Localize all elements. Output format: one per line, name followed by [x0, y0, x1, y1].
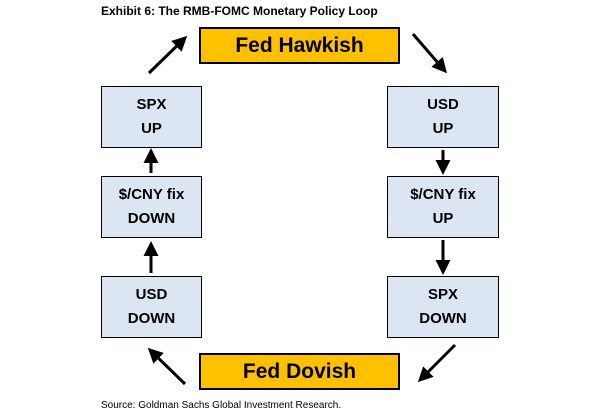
node-line: SPX	[136, 96, 167, 113]
usd-down-box: USD DOWN	[101, 276, 202, 338]
arrow-spx-up-to-hawkish	[147, 35, 188, 75]
node-line: $/CNY fix	[118, 186, 185, 203]
arrow-spx-down-to-dovish	[417, 343, 457, 383]
node-line: DOWN	[127, 310, 176, 327]
node-line: SPX	[427, 286, 458, 303]
fed-hawkish-label: Fed Hawkish	[235, 33, 364, 57]
node-line: UP	[432, 120, 454, 137]
node-line: $/CNY fix	[410, 186, 476, 203]
spx-down-box: SPX DOWN	[387, 276, 499, 338]
node-line: UP	[432, 210, 454, 227]
arrow-hawkish-to-usd-up	[411, 33, 447, 74]
node-line: DOWN	[419, 310, 467, 327]
fed-dovish-label: Fed Dovish	[242, 359, 357, 383]
fed-dovish-box: Fed Dovish	[199, 353, 400, 390]
node-line: USD	[135, 286, 168, 303]
node-line: USD	[427, 96, 459, 113]
fed-hawkish-box: Fed Hawkish	[199, 27, 400, 64]
spx-up-box: SPX UP	[101, 86, 202, 148]
usd-up-box: USD UP	[387, 86, 499, 148]
cny-fix-up-box: $/CNY fix UP	[387, 176, 499, 238]
cny-fix-down-box: $/CNY fix DOWN	[101, 176, 202, 238]
source-note: Source: Goldman Sachs Global Investment …	[101, 400, 342, 411]
arrow-dovish-to-usd-down	[147, 347, 187, 386]
node-line: UP	[141, 120, 162, 137]
node-line: DOWN	[127, 210, 176, 227]
exhibit-title: Exhibit 6: The RMB-FOMC Monetary Policy …	[101, 4, 378, 18]
